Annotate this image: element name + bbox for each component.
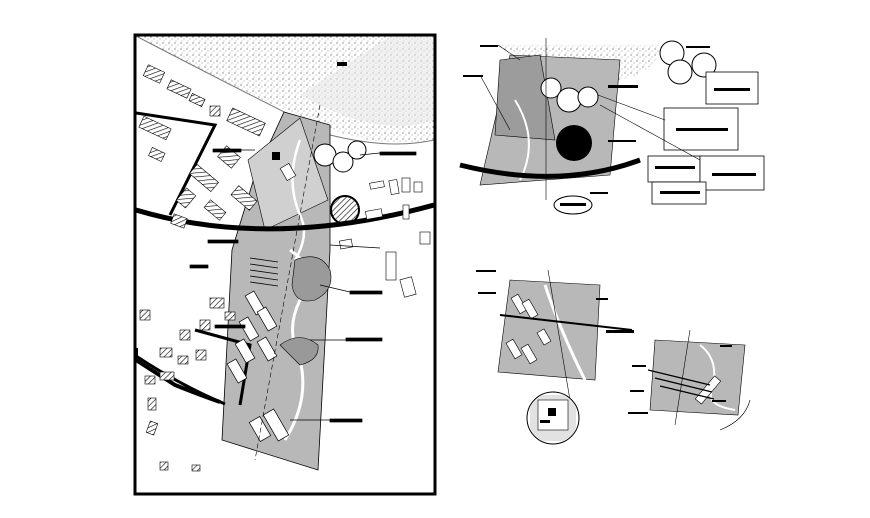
main-plan-frame xyxy=(133,33,437,496)
key-plan-middle xyxy=(476,269,634,445)
key-plan-top xyxy=(459,38,765,215)
main-site-plan xyxy=(133,33,437,496)
key-plan-small xyxy=(628,329,751,431)
main-road xyxy=(136,202,434,232)
